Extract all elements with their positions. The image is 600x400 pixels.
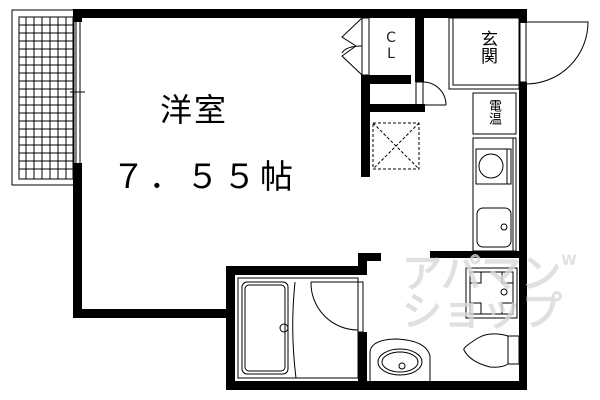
watermark: アパマンW ショップ	[402, 253, 577, 332]
room-size: ７．５５帖	[112, 157, 297, 196]
room-name: 洋室	[160, 91, 229, 129]
watermark-small: W	[561, 253, 577, 269]
ceiling-hatch	[372, 122, 420, 170]
toilet	[463, 333, 520, 368]
closet	[341, 17, 370, 76]
kitchen-sink	[476, 207, 512, 248]
walls	[73, 9, 527, 390]
watermark-line2: ショップ	[402, 289, 562, 335]
entrance-label: 玄関	[477, 30, 497, 64]
kitchen-counter	[472, 137, 517, 252]
watermark-line1: アパマン	[402, 251, 562, 297]
bathtub	[241, 281, 289, 375]
stove	[475, 148, 512, 185]
balcony	[11, 9, 75, 186]
entrance-area	[448, 17, 589, 90]
washbasin	[369, 338, 431, 381]
storage-door	[415, 81, 447, 106]
washing-machine-pan	[465, 267, 518, 319]
bathroom	[237, 277, 364, 379]
water-heater-box	[472, 92, 517, 135]
closet-label: CL	[383, 30, 399, 62]
balcony-window	[70, 22, 85, 163]
water-heater-label: 電温	[486, 99, 501, 125]
